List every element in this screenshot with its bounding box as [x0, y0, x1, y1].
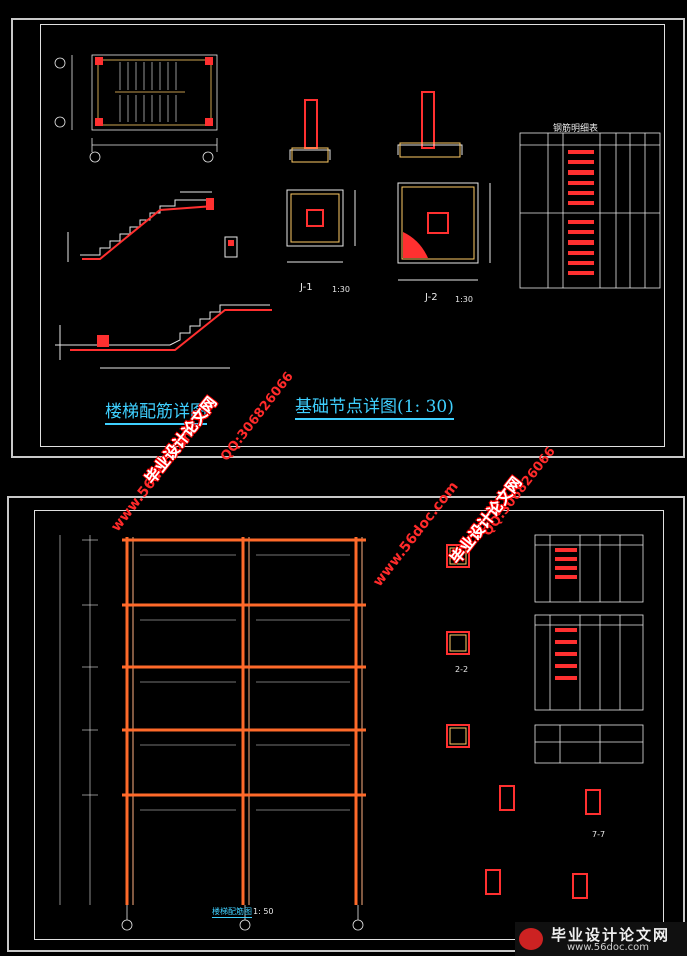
foundation-elevations [289, 91, 463, 163]
frame-drawing-title: 楼梯配筋图 [212, 907, 252, 918]
j1-label: J-1 [300, 282, 313, 293]
stair-detail-title: 楼梯配筋详图 [105, 397, 207, 425]
bottom-tables [534, 534, 644, 764]
bottom-drawing-sheet [7, 496, 685, 952]
foundation-j1-plan [286, 189, 356, 263]
stair-section-2 [55, 304, 272, 369]
site-logo: 毕业设计论文网 www.56doc.com [515, 922, 687, 956]
section-7-7-label: 7-7 [592, 830, 606, 839]
beam-sections [446, 544, 601, 899]
stair-plan [54, 54, 218, 163]
rebar-table-title: 钢筋明细表 [553, 124, 599, 134]
j2-label: J-2 [425, 292, 438, 303]
frame-drawing-scale: 1: 50 [253, 907, 274, 916]
top-drawing-sheet [11, 18, 685, 458]
section-2-2-label: 2-2 [455, 665, 469, 674]
j2-scale: 1:30 [455, 295, 473, 304]
rebar-table-top [519, 132, 661, 289]
foundation-j2-plan [397, 182, 491, 281]
logo-icon [519, 928, 543, 950]
bottom-drawing-frame [34, 510, 664, 940]
stair-section-1 [67, 191, 238, 262]
logo-url: www.56doc.com [567, 942, 650, 953]
frame-elevation [59, 535, 366, 931]
j1-scale: 1:30 [332, 285, 350, 294]
top-drawing-frame [40, 24, 665, 447]
logo-text: 毕业设计论文网 [551, 926, 671, 944]
foundation-detail-title: 基础节点详图(1: 30) [295, 392, 454, 420]
